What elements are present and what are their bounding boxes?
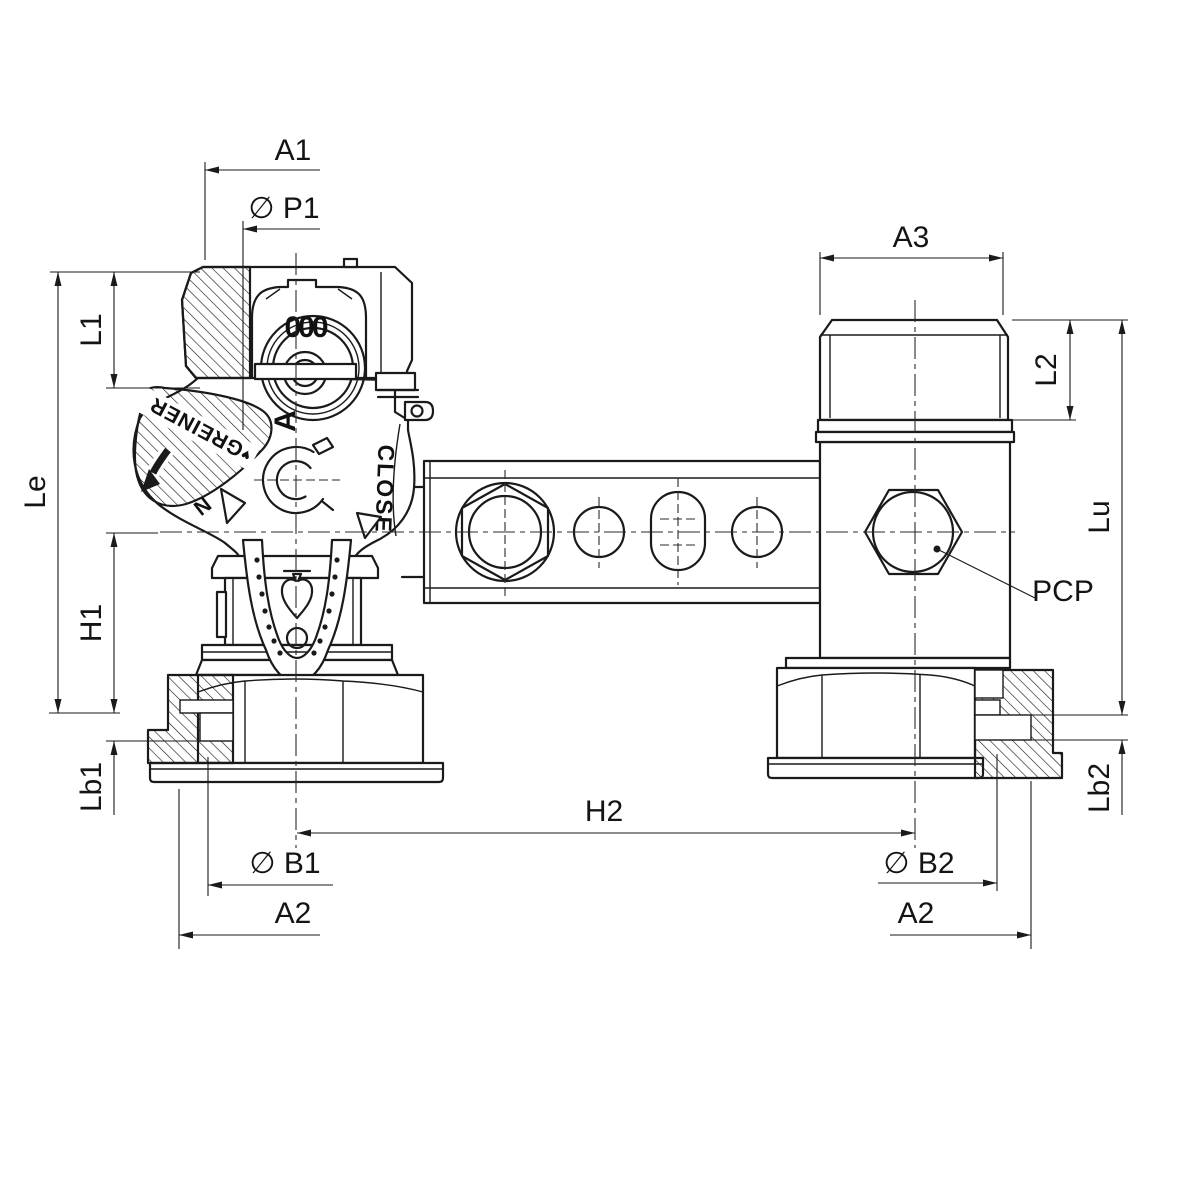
- top-body-hatch: [180, 265, 252, 380]
- centerlines: [160, 253, 1015, 848]
- callout-pcp: PCP: [933, 545, 1094, 608]
- dimension-l2: L2: [1012, 319, 1128, 421]
- dim-label-lu: Lu: [1083, 500, 1116, 533]
- dim-label-le: Le: [19, 475, 52, 508]
- dimension-lu: Lu: [1002, 320, 1128, 716]
- dim-label-a3: A3: [893, 221, 930, 254]
- dim-label-a2-left: A2: [275, 897, 312, 930]
- right-union-nut: [775, 666, 977, 760]
- port-a-engraving: A: [269, 410, 302, 432]
- dimension-lb2: Lb2: [1003, 739, 1128, 815]
- side-tab-hole: [410, 404, 424, 418]
- flap-arrow-head: [141, 469, 160, 492]
- dimension-lb1: Lb1: [75, 740, 208, 815]
- strap-hole: [285, 626, 309, 650]
- dial-slot: [253, 362, 358, 381]
- dimension-h2: H2: [297, 795, 915, 837]
- dial-housing: [250, 278, 368, 380]
- dimension-b2: ∅ B2: [878, 754, 998, 891]
- lock-strap: [241, 538, 353, 684]
- dimension-le: Le: [19, 271, 200, 714]
- flap-arrow-shaft: [149, 447, 171, 475]
- dim-label-l2: L2: [1030, 353, 1063, 386]
- dim-label-lb2: Lb2: [1083, 763, 1116, 813]
- dial-assembly: 000: [253, 311, 367, 422]
- strap-beads: [254, 557, 340, 656]
- dimension-a1: A1: [204, 134, 320, 260]
- open-triangle: [219, 487, 247, 525]
- dimension-a2-left: A2: [178, 789, 320, 949]
- dim-label-lb1: Lb1: [75, 762, 108, 812]
- dim-label-b2: ∅ B2: [883, 847, 954, 880]
- top-stud: [342, 257, 359, 269]
- spade-mark: [280, 572, 314, 620]
- dim-label-a1: A1: [275, 134, 312, 167]
- dim-label-h2: H2: [585, 795, 623, 828]
- dimensions: A1 ∅ P1 Le L1 H1: [19, 134, 1128, 949]
- right-flange: [766, 756, 985, 780]
- dim-label-b1: ∅ B1: [249, 847, 320, 880]
- dimension-b1: ∅ B1: [207, 757, 333, 896]
- dim-label-l1: L1: [75, 313, 108, 346]
- dimension-p1: ∅ P1: [242, 192, 320, 430]
- side-tab: [403, 400, 435, 422]
- greiner-flap: GREINER ♥: [131, 385, 273, 507]
- dimension-a2-right: A2: [890, 781, 1032, 949]
- dim-label-p1: ∅ P1: [248, 192, 319, 225]
- left-connector: [146, 673, 445, 784]
- dimension-l1: L1: [75, 272, 200, 389]
- left-valve: 000 A GREINER ♥ CLOSE N: [131, 257, 445, 784]
- dimension-h1: H1: [75, 532, 158, 713]
- knob-hook: [311, 436, 335, 456]
- dim-label-a2-right: A2: [898, 897, 935, 930]
- dim-label-h1: H1: [75, 604, 108, 642]
- dial-engraving: 000: [284, 311, 327, 344]
- control-knob: [261, 436, 335, 515]
- dim-label-pcp: PCP: [1032, 575, 1094, 608]
- dimension-a3: A3: [819, 221, 1004, 315]
